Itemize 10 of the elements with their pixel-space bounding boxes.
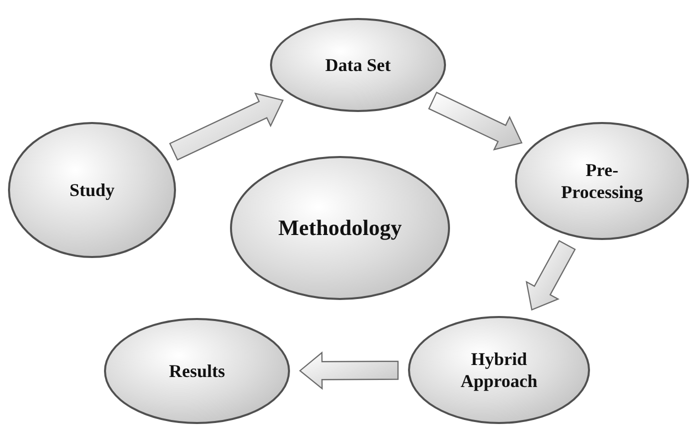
- block-arrow: [526, 240, 576, 311]
- node-label: Pre- Processing: [560, 158, 644, 204]
- node-label: Hybrid Approach: [460, 348, 538, 392]
- node-label: Results: [168, 360, 225, 382]
- block-arrow: [299, 351, 399, 390]
- block-arrow: [169, 92, 284, 161]
- node-label: Methodology: [278, 214, 402, 242]
- node-label: Data Set: [325, 54, 391, 76]
- block-arrow: [428, 92, 523, 150]
- node-label: Study: [69, 178, 115, 202]
